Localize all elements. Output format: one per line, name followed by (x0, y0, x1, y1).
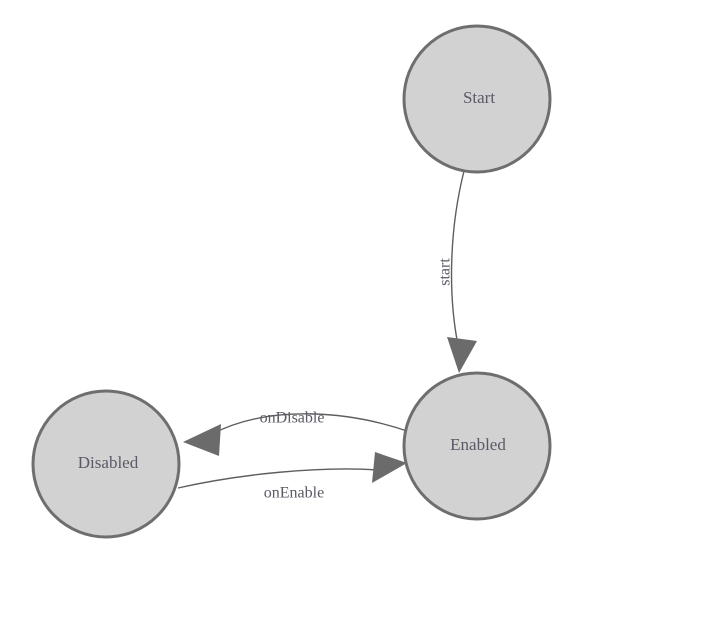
edge-enabled-to-disabled[interactable]: onDisable (183, 410, 411, 456)
state-circle-disabled (31, 389, 181, 539)
edge-path-start-to-enabled (450, 170, 465, 346)
arrowhead-disabled-to-enabled (372, 452, 407, 483)
edge-label-onenable: onEnable (264, 485, 324, 502)
state-node-disabled[interactable]: Disabled (31, 389, 181, 539)
state-node-start[interactable]: Start (402, 24, 552, 174)
edge-label-ondisable: onDisable (260, 410, 325, 427)
edge-disabled-to-enabled[interactable]: onEnable (177, 452, 407, 502)
edge-path-enabled-to-disabled (211, 413, 411, 435)
edge-path-disabled-to-enabled (177, 468, 379, 489)
edge-start-to-enabled[interactable]: start (437, 170, 477, 373)
state-circle-start (402, 24, 552, 174)
arrowhead-enabled-to-disabled (183, 424, 221, 456)
edge-label-start: start (437, 258, 454, 286)
state-node-enabled[interactable]: Enabled (402, 371, 552, 521)
arrowhead-start-to-enabled (447, 337, 477, 373)
state-label-enabled: Enabled (450, 435, 506, 454)
state-label-start: Start (463, 88, 495, 107)
state-circle-enabled (402, 371, 552, 521)
state-label-disabled: Disabled (78, 453, 139, 472)
